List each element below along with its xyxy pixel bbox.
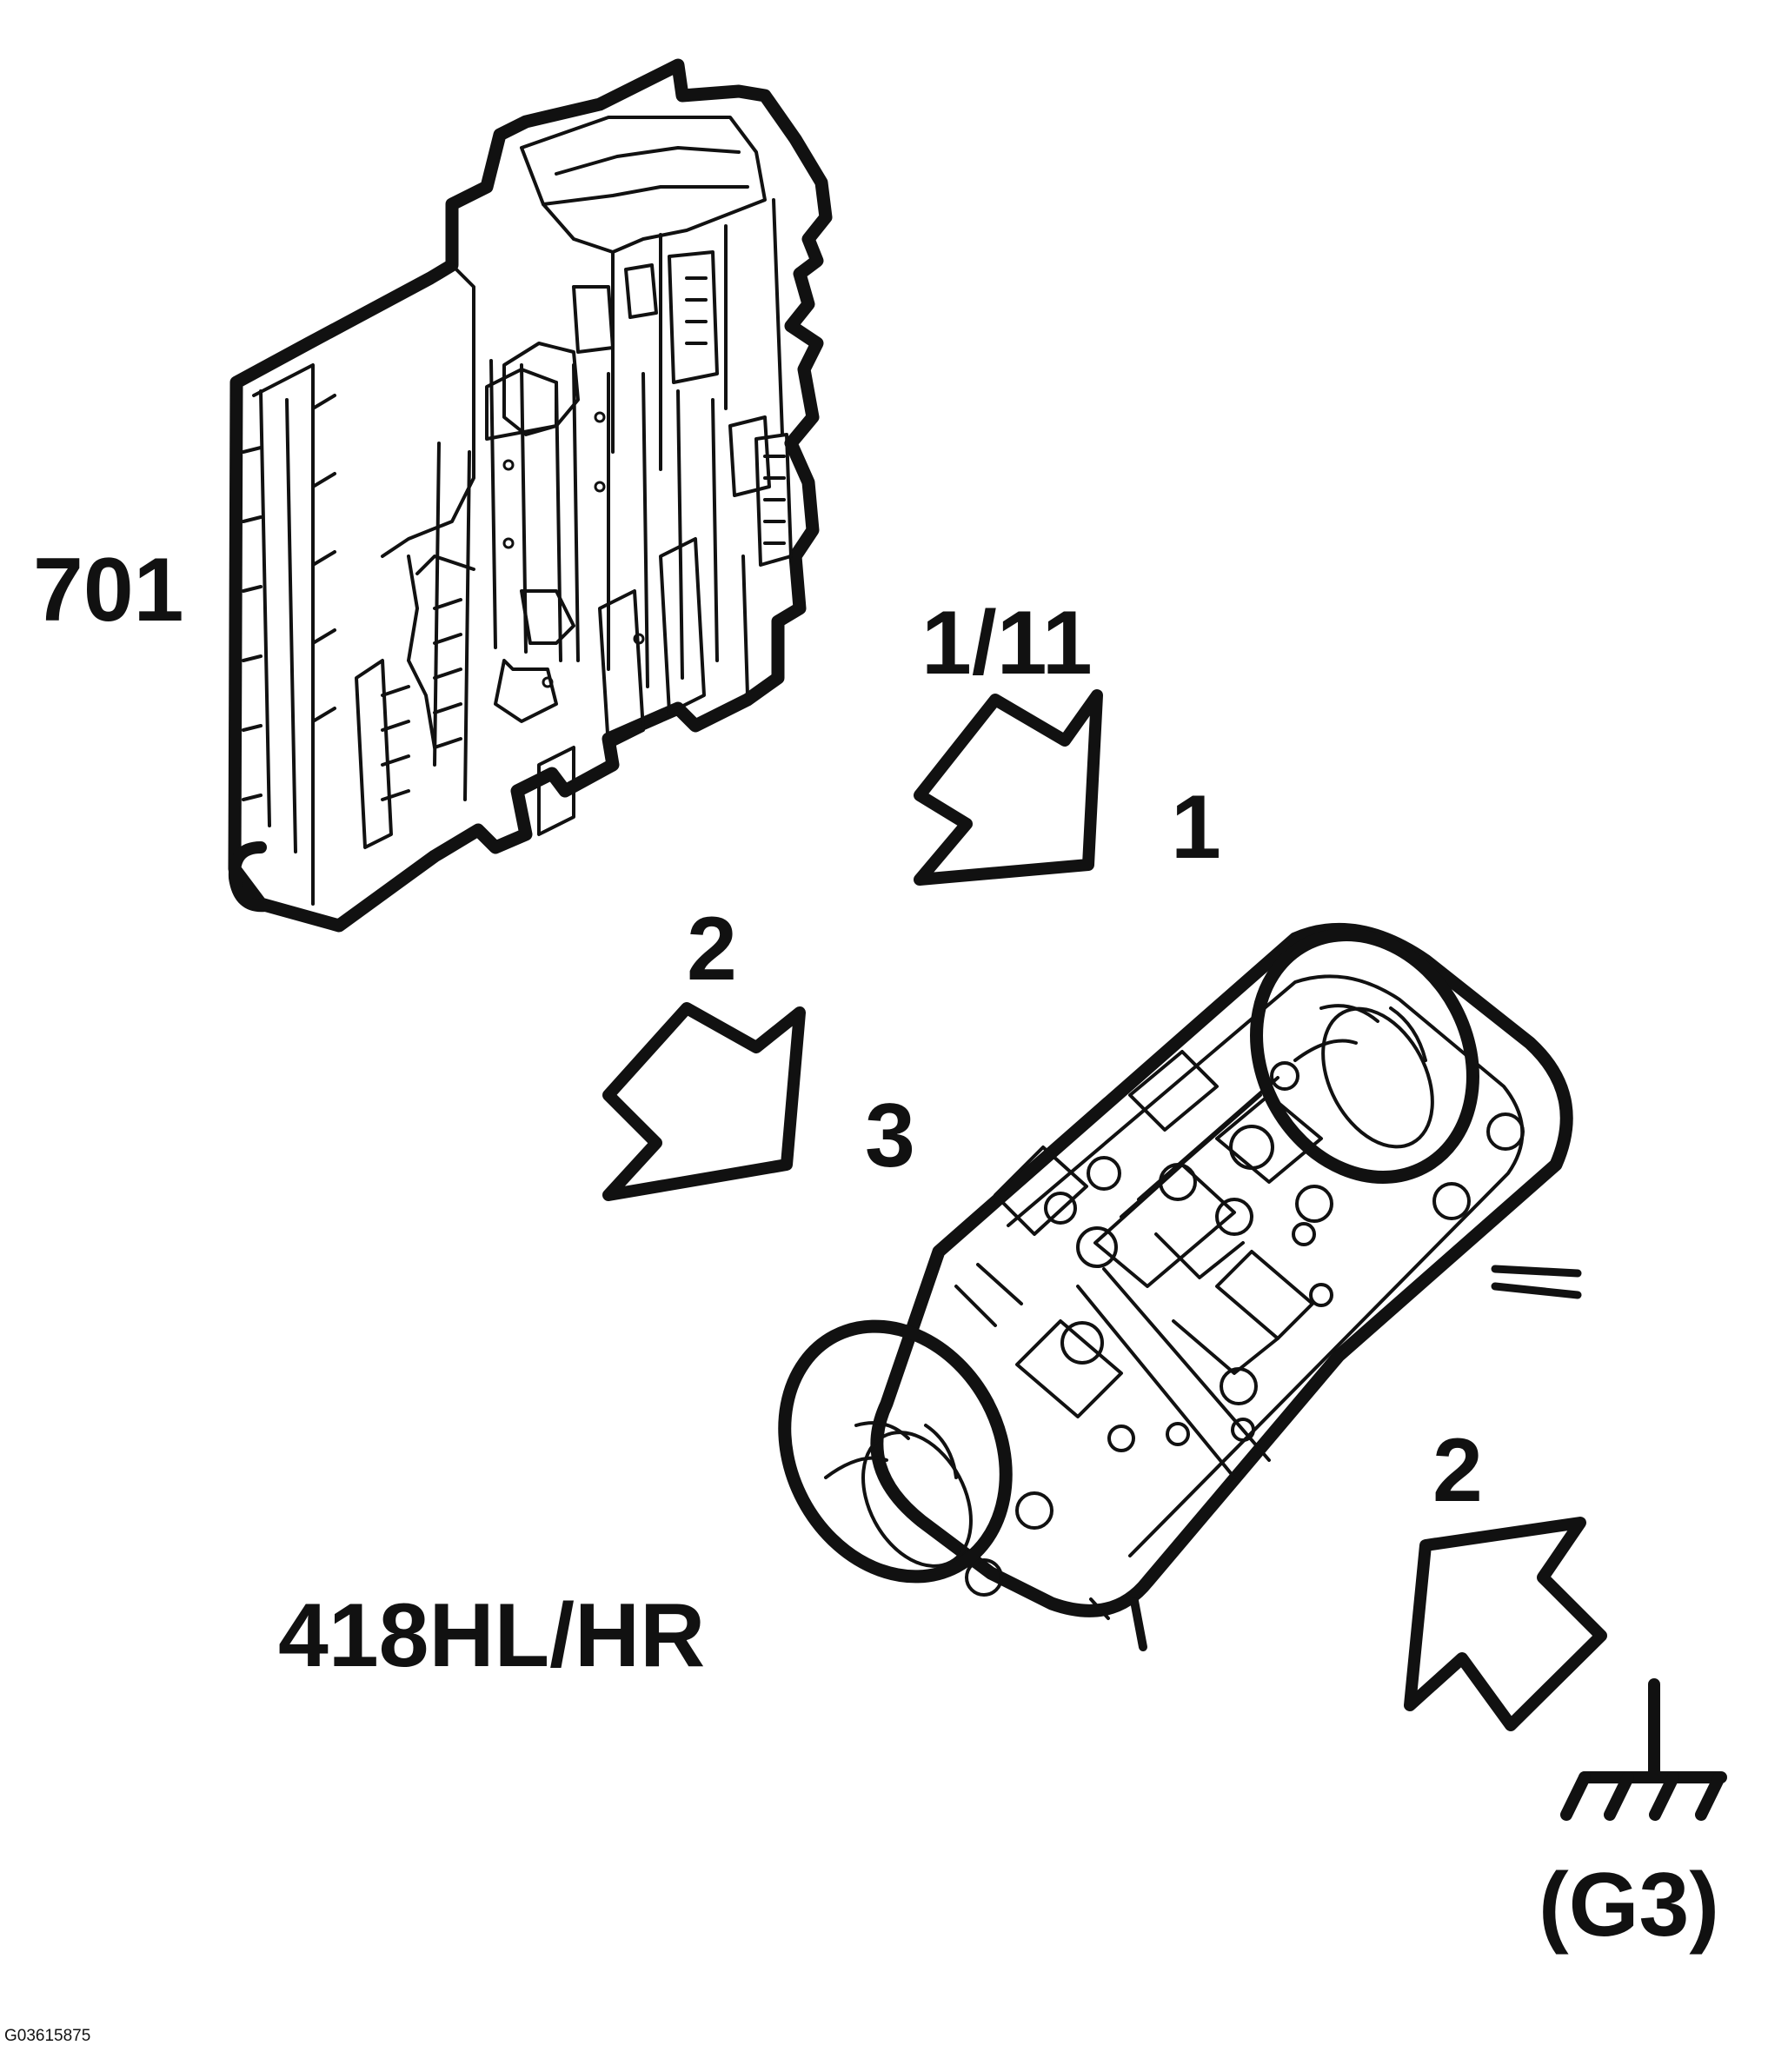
- rear-lamp-unit-icon: [778, 922, 1582, 1651]
- connector-arrow-icon: [1404, 1517, 1607, 1731]
- fuse-relay-box-icon: [228, 58, 833, 933]
- figure-code: G03615875: [4, 2027, 91, 2045]
- connector-arrow-icon: [914, 689, 1103, 886]
- pin-label-2-mid: 2: [687, 899, 737, 999]
- connector-arrow-icon: [602, 1002, 806, 1201]
- module-418-label: 418HL/HR: [278, 1585, 706, 1686]
- pin-label-2-bottom: 2: [1432, 1420, 1483, 1521]
- ground-label-g3: (G3): [1539, 1855, 1719, 1956]
- pin-label-1: 1: [1171, 777, 1221, 878]
- pin-label-3: 3: [865, 1086, 915, 1186]
- connector-label-1-11: 1/11: [921, 593, 1093, 694]
- ground-symbol-icon: [1560, 1678, 1727, 1821]
- module-701-label: 701: [33, 540, 184, 641]
